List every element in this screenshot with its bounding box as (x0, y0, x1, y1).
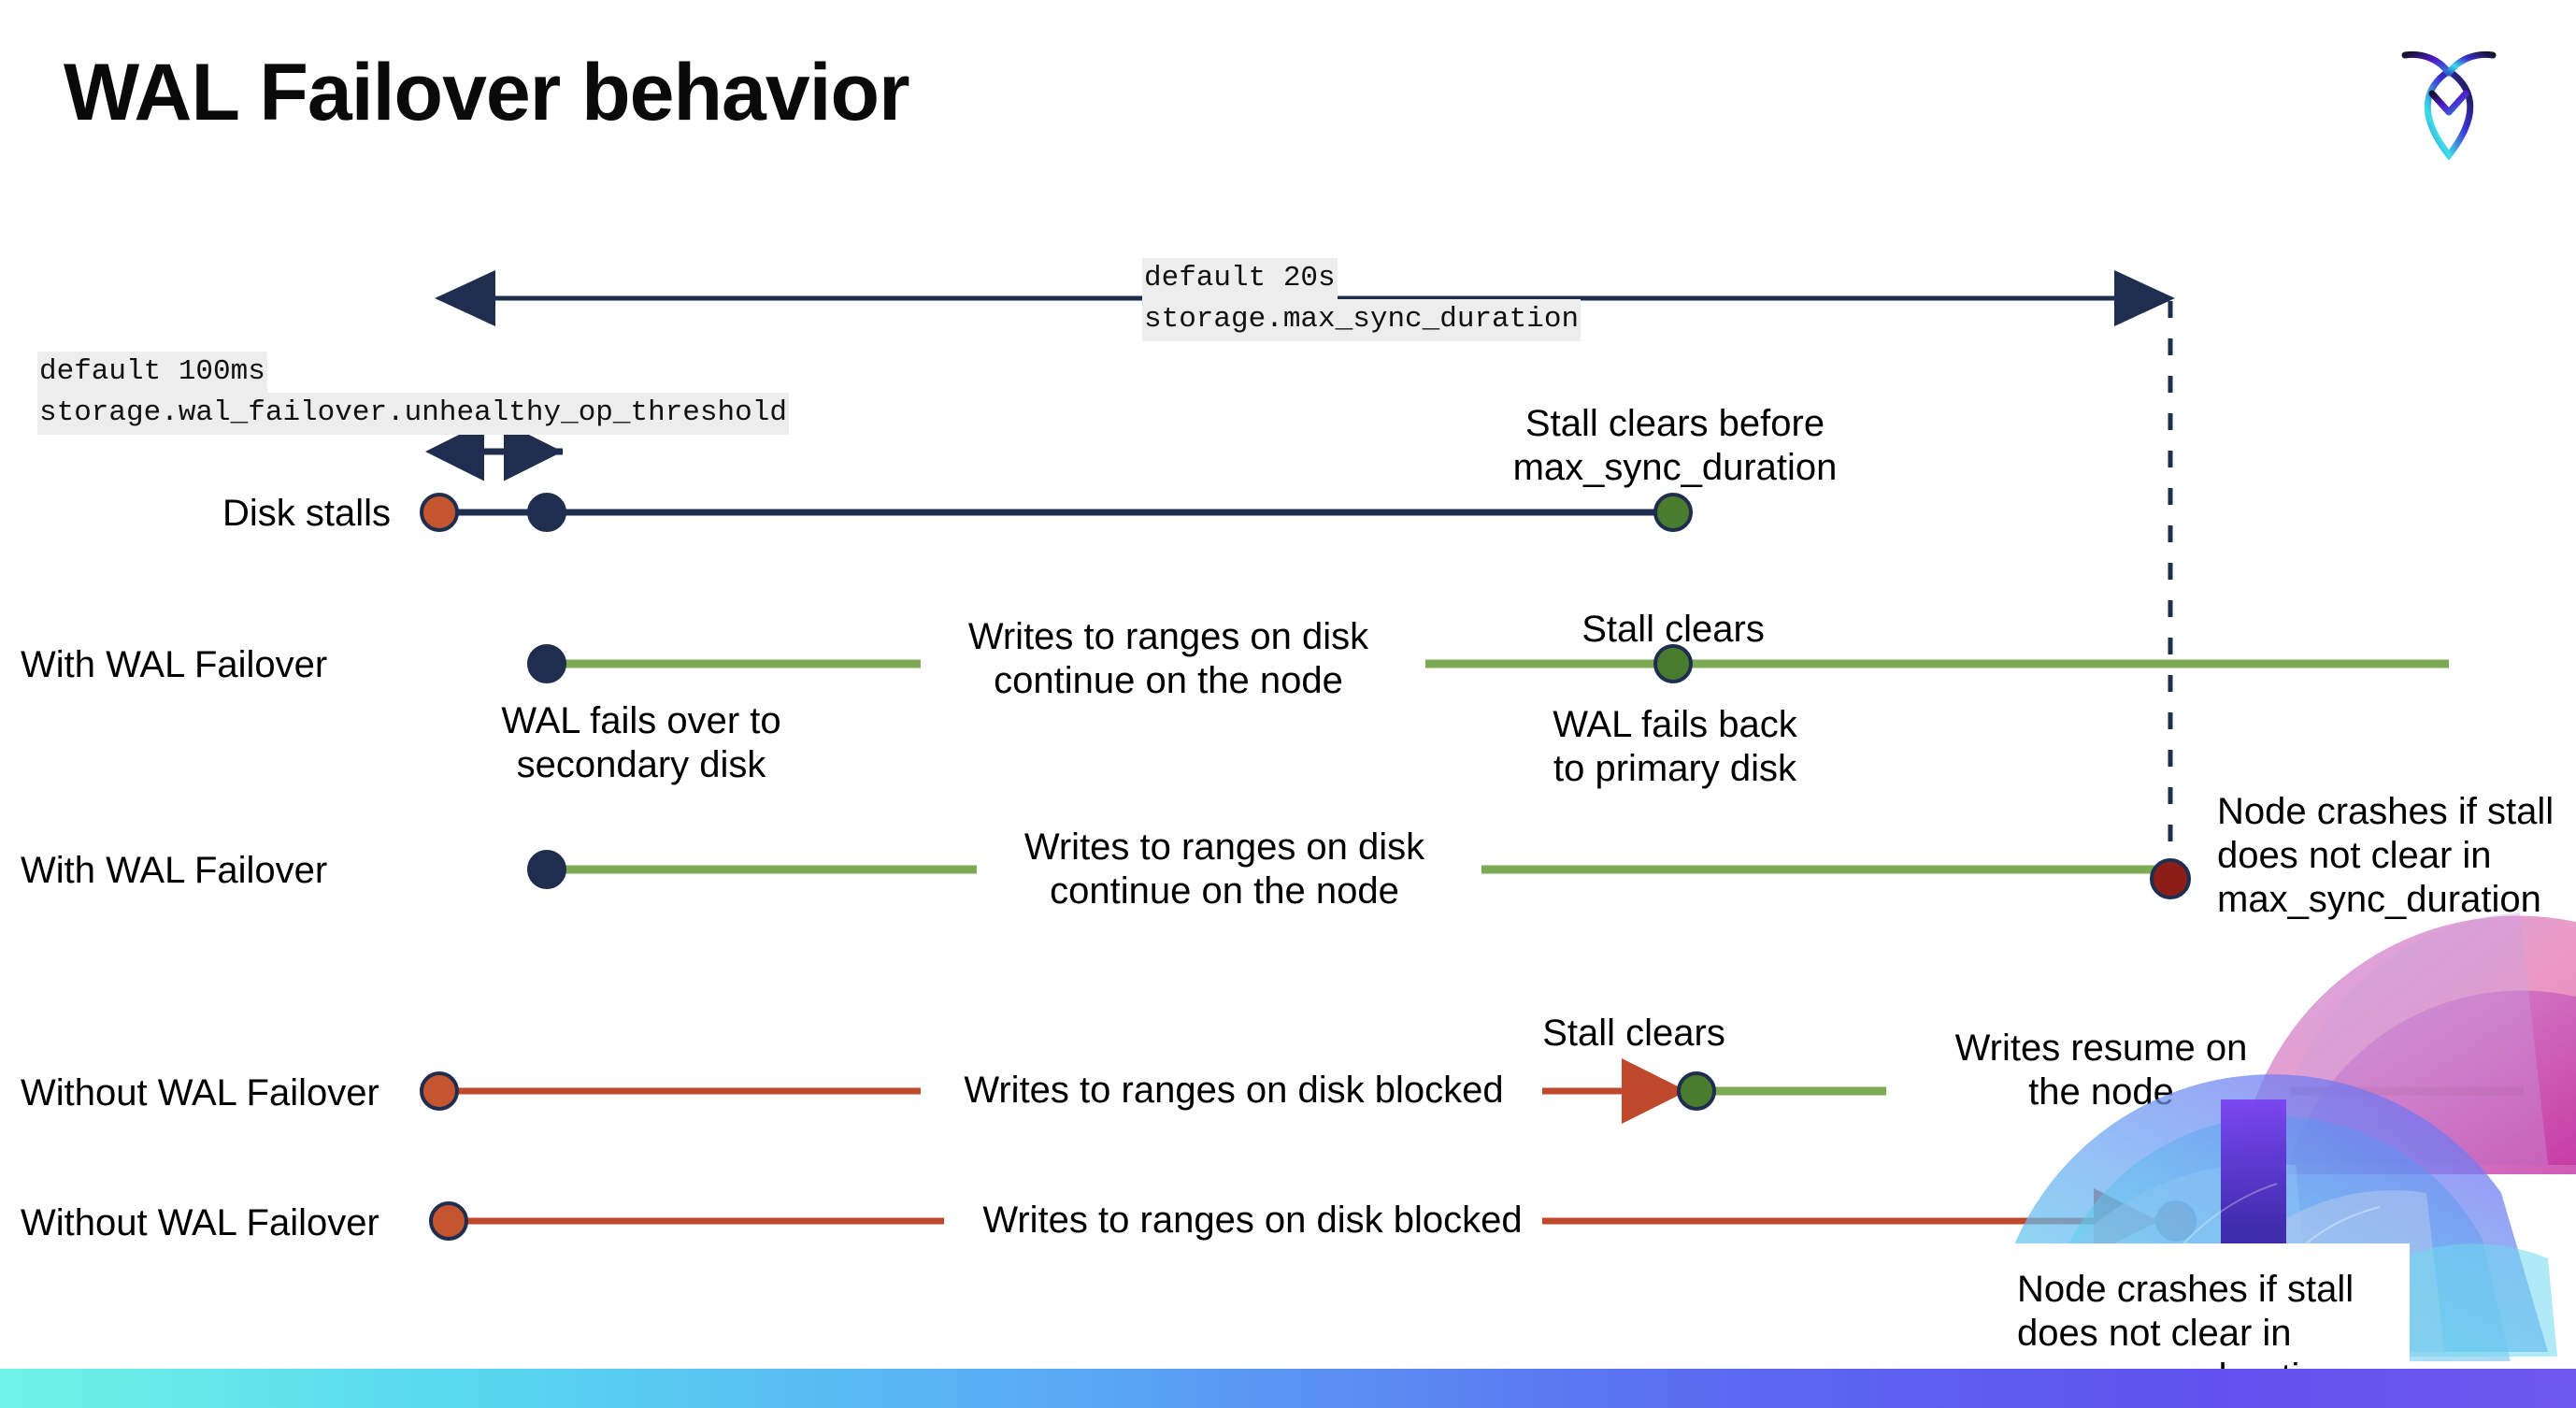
max-sync-default-label: default 20s (1142, 258, 1338, 300)
marker-wal-failover-start-2 (527, 850, 566, 889)
note-writes-blocked-1: Writes to ranges on disk blocked (964, 1070, 1504, 1111)
bottom-accent-bar (0, 1369, 2576, 1408)
note-wal-fails-over: WAL fails over to secondary disk (501, 700, 781, 786)
note-node-crashes-1: Node crashes if stall does not clear in … (2217, 791, 2555, 921)
marker-wal-failover-start (527, 644, 566, 683)
row-label-without-wal-failover-1: Without WAL Failover (21, 1072, 379, 1113)
marker-stall-begin-2 (420, 1071, 459, 1111)
marker-stall-begin-3 (429, 1201, 468, 1241)
note-writes-continue-2: Writes to ranges on disk continue on the… (1023, 826, 1425, 912)
row-label-disk-stalls: Disk stalls (222, 493, 392, 534)
note-wal-fails-back: WAL fails back to primary disk (1553, 704, 1797, 790)
row-with-wal-failover-1-track (527, 644, 2449, 683)
marker-stall-clears-green (1653, 493, 1693, 532)
note-stall-clears-before-max-sync: Stall clears before max_sync_duration (1512, 403, 1838, 489)
marker-stall-begin (420, 493, 459, 532)
note-writes-resume: Writes resume on the node (1954, 1027, 2248, 1113)
row-label-with-wal-failover-1: With WAL Failover (21, 644, 328, 685)
row-with-wal-failover-2-track (527, 850, 2191, 899)
note-stall-clears-a: Stall clears (1581, 609, 1765, 650)
note-stall-clears-b: Stall clears (1542, 1013, 1725, 1054)
note-writes-continue-1: Writes to ranges on disk continue on the… (967, 616, 1369, 702)
unhealthy-op-default-label: default 100ms (37, 352, 267, 394)
row-label-without-wal-failover-2: Without WAL Failover (21, 1202, 379, 1243)
page-title: WAL Failover behavior (64, 48, 910, 137)
note-writes-blocked-2: Writes to ranges on disk blocked (982, 1200, 1523, 1241)
marker-wal-failover-trigger (527, 493, 566, 532)
marker-node-crash-1 (2150, 858, 2191, 899)
row-disk-stalls-track (420, 493, 1693, 532)
cockroachdb-logo (2374, 26, 2524, 176)
marker-stall-clears-green-2 (1653, 644, 1693, 683)
unhealthy-op-setting-label: storage.wal_failover.unhealthy_op_thresh… (37, 393, 789, 435)
marker-stall-clears-green-3 (1677, 1071, 1716, 1111)
row-label-with-wal-failover-2: With WAL Failover (21, 850, 328, 891)
max-sync-setting-label: storage.max_sync_duration (1142, 299, 1581, 341)
